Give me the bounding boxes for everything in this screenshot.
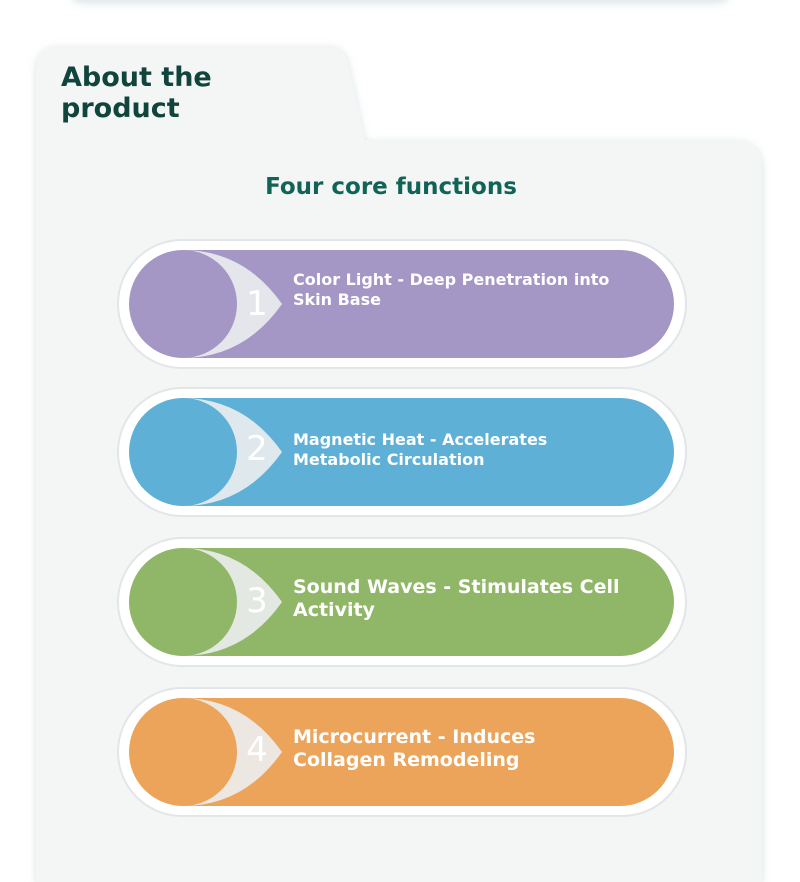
function-2-number: 2 xyxy=(246,429,268,469)
function-4-number: 4 xyxy=(246,730,268,770)
function-1-shape xyxy=(117,239,687,369)
function-item-4: 4 Microcurrent - Induces Collagen Remode… xyxy=(114,684,690,820)
function-2-shape xyxy=(117,387,687,517)
function-item-1: 1 Color Light - Deep Penetration into Sk… xyxy=(114,236,690,372)
function-3-number: 3 xyxy=(246,581,268,621)
function-3-shape xyxy=(117,537,687,667)
function-1-label: Color Light - Deep Penetration into Skin… xyxy=(293,270,610,309)
function-item-2: 2 Magnetic Heat - Accelerates Metabolic … xyxy=(114,384,690,520)
function-4-shape xyxy=(117,687,687,817)
function-1-number: 1 xyxy=(246,284,268,324)
function-3-label: Sound Waves - Stimulates Cell Activity xyxy=(293,576,620,621)
function-2-label: Magnetic Heat - Accelerates Metabolic Ci… xyxy=(293,430,548,469)
function-item-3: 3 Sound Waves - Stimulates Cell Activity xyxy=(114,534,690,670)
section-title: Four core functions xyxy=(265,174,517,200)
function-4-label: Microcurrent - Induces Collagen Remodeli… xyxy=(293,726,536,771)
about-heading: About the product xyxy=(61,62,212,124)
